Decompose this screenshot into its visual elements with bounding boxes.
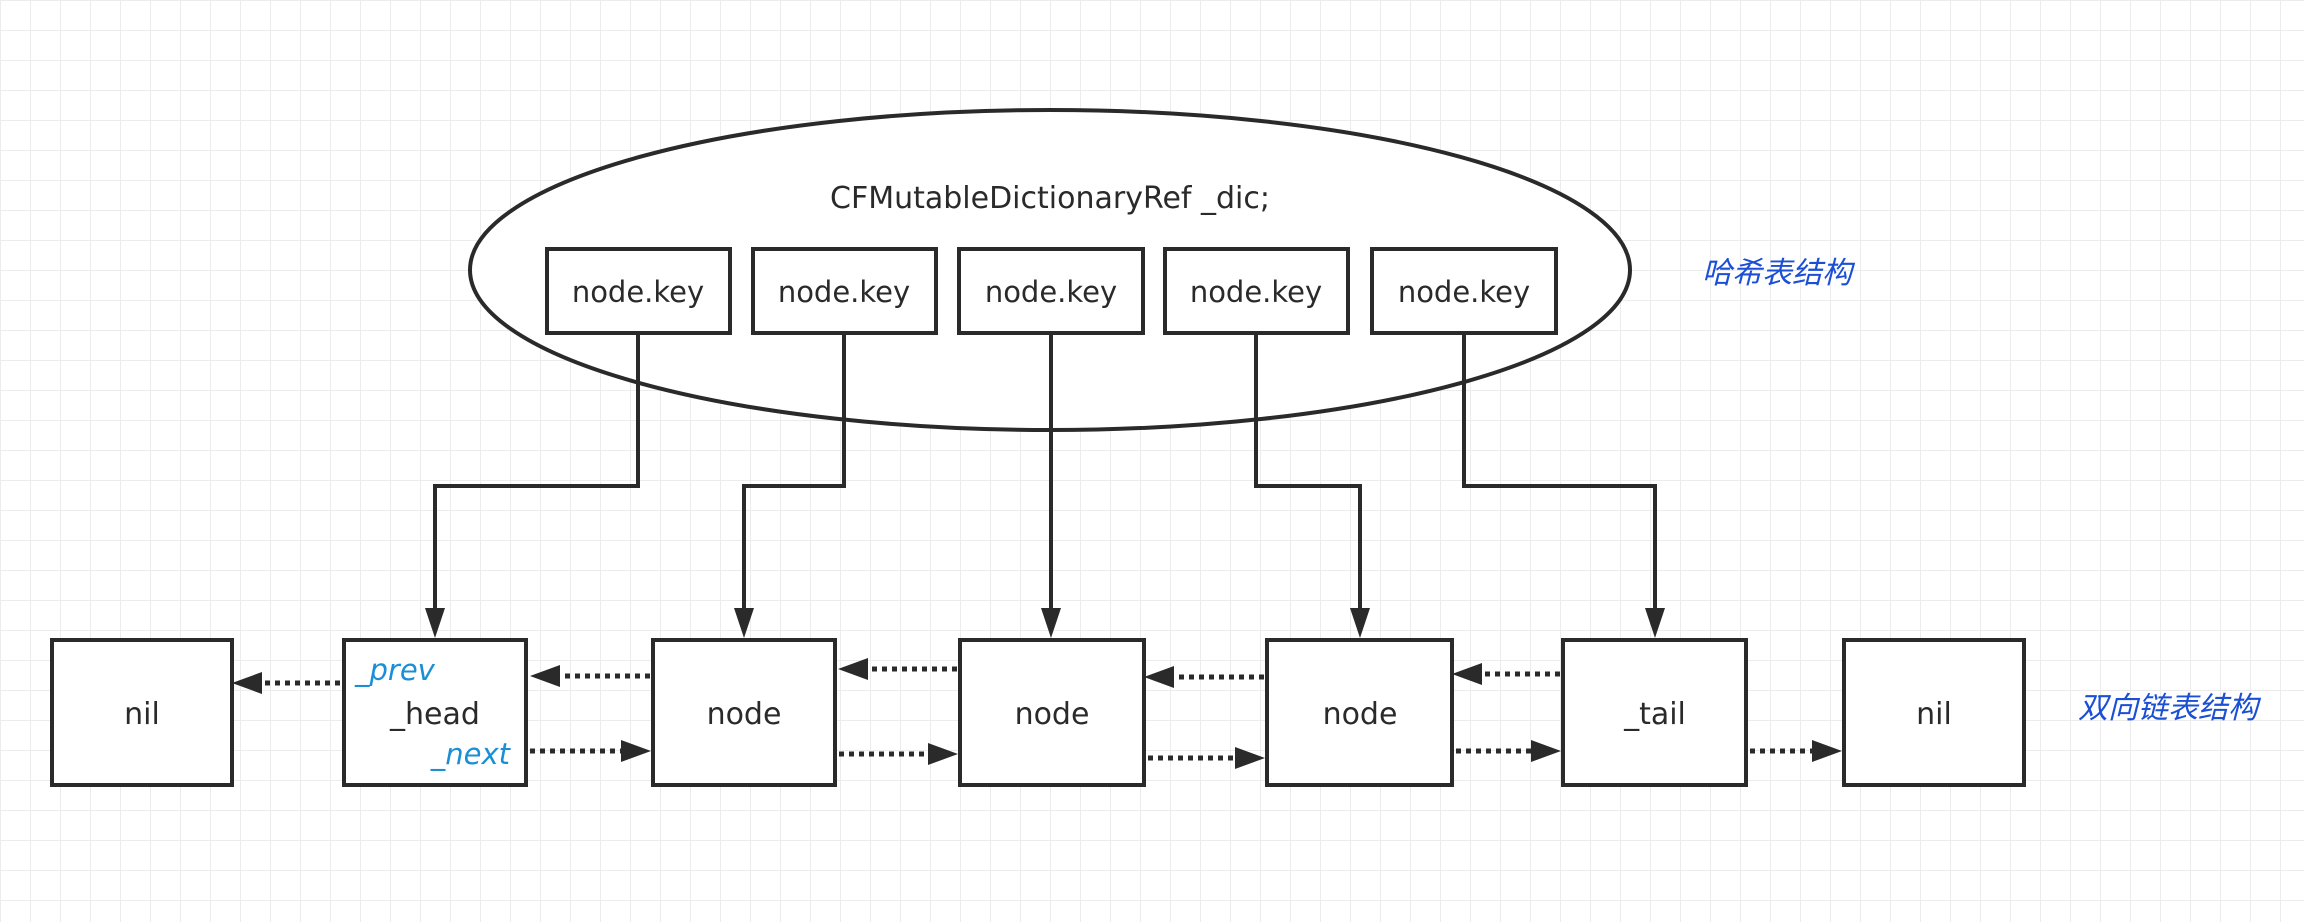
svg-text:node.key: node.key [1190, 275, 1322, 309]
svg-text:node.key: node.key [778, 275, 910, 309]
key-box: node.key [751, 247, 938, 335]
hash-table-side-label: 哈希表结构 [1702, 256, 1856, 291]
nil-left-box: nil [50, 638, 234, 787]
svg-text:node: node [707, 697, 782, 732]
svg-text:node: node [1323, 697, 1398, 732]
node-box: node [651, 638, 837, 787]
svg-text:node.key: node.key [572, 275, 704, 309]
svg-text:_head: _head [389, 697, 480, 732]
svg-text:_tail: _tail [1623, 697, 1686, 732]
next-pointer-arrows [530, 740, 1842, 769]
key-box: node.key [957, 247, 1145, 335]
key-box: node.key [1163, 247, 1350, 335]
svg-text:nil: nil [124, 697, 160, 732]
key-box: node.key [1370, 247, 1558, 335]
key-to-node-connectors [425, 333, 1665, 638]
tail-node-box: _tail [1561, 638, 1748, 787]
head-node-box: _head _prev _next [342, 638, 528, 787]
head-next-label: _next [430, 737, 512, 771]
svg-text:nil: nil [1916, 697, 1952, 732]
linked-list-side-label: 双向链表结构 [2078, 691, 2262, 726]
node-box: node [1265, 638, 1454, 787]
head-prev-label: _prev [354, 653, 436, 687]
key-box: node.key [545, 247, 732, 335]
svg-text:node: node [1015, 697, 1090, 732]
nil-right-box: nil [1842, 638, 2026, 787]
hash-table-title: CFMutableDictionaryRef _dic; [830, 181, 1270, 216]
svg-text:node.key: node.key [985, 275, 1117, 309]
svg-text:node.key: node.key [1398, 275, 1530, 309]
node-box: node [958, 638, 1146, 787]
prev-pointer-arrows [232, 658, 1560, 694]
